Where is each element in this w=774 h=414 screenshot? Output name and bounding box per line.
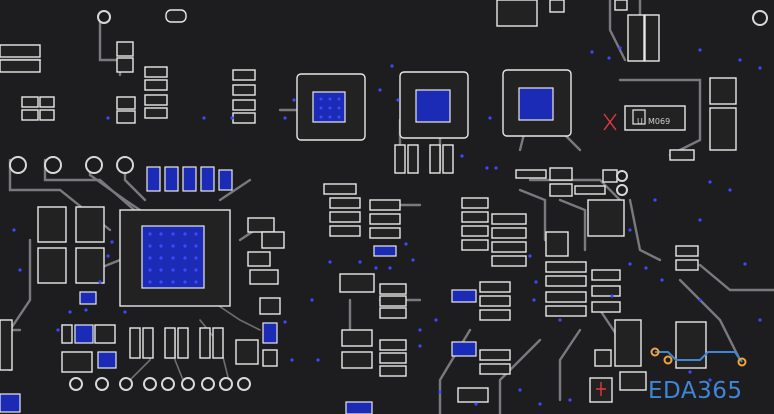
qfn-package-1 [296, 73, 366, 141]
passives-center-left [129, 217, 285, 367]
via-row-bottom [69, 377, 251, 391]
via-row-left [9, 156, 134, 174]
center-connector-bank-1 [323, 183, 401, 257]
main-qfn-chip [119, 166, 233, 307]
center-connector-bank-2 [339, 273, 407, 414]
qfn-package-2 [394, 71, 469, 174]
component-prefix: U [637, 117, 643, 126]
component-u-m069: M069 U [603, 77, 737, 161]
qfn-package-3 [502, 69, 572, 137]
top-left-components [0, 0, 768, 124]
component-designator: M069 [648, 117, 670, 126]
logo-node-mid [663, 355, 673, 365]
logo-node-right [737, 357, 747, 367]
eda365-watermark-text: EDA365 [648, 378, 742, 404]
eda365-logo: EDA365 [648, 347, 747, 404]
via-dots [12, 46, 762, 406]
right-connector-bank [451, 197, 527, 403]
left-power-pads [0, 206, 117, 413]
right-side-components [515, 167, 707, 403]
logo-node-left [650, 347, 660, 357]
